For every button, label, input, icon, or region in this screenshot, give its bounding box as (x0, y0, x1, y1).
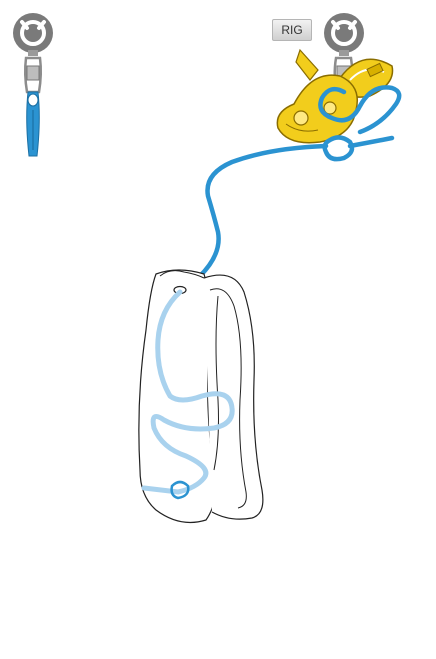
rig-device (276, 48, 358, 144)
rope-to-bag (183, 143, 329, 291)
left-rope-termination (26, 91, 40, 157)
left-carabiner (23, 56, 43, 94)
rig-label: RIG (272, 19, 312, 41)
rope-inside-knot (170, 480, 190, 500)
left-rope-system (13, 13, 53, 659)
bag-strap-outer (203, 274, 264, 520)
rope-bag (138, 269, 264, 523)
right-anchor-icon (324, 13, 364, 56)
right-rope-upper-loop (318, 85, 402, 135)
rope-inside-bag (141, 289, 235, 495)
bag-strap-inner (209, 288, 247, 509)
right-rope-tail (347, 135, 395, 149)
left-anchor-icon (13, 13, 53, 56)
right-rope-system (183, 85, 402, 659)
